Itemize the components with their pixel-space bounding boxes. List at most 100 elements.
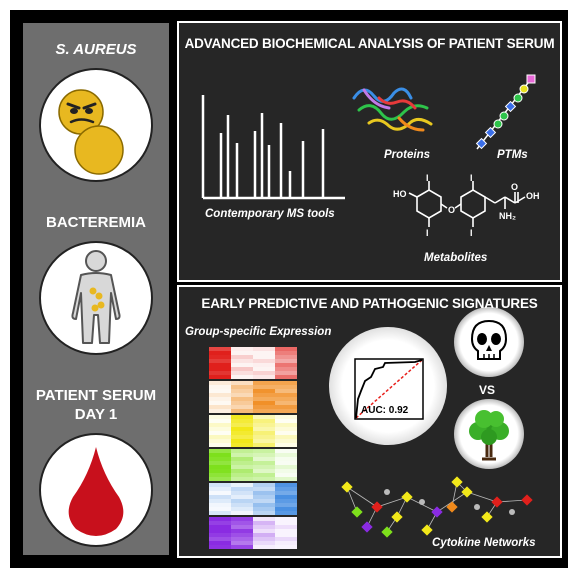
- heatmap-cell: [253, 495, 275, 499]
- heatmap-cell: [231, 371, 253, 375]
- bacteria-circle: [39, 68, 153, 182]
- heatmap-cell: [253, 375, 275, 379]
- heatmap-cell: [231, 389, 253, 393]
- heatmap-cell: [275, 533, 297, 537]
- heatmap-cell: [253, 465, 275, 469]
- heatmap-cell: [253, 533, 275, 537]
- heatmap-cell: [275, 453, 297, 457]
- ptm-glycan-chain-icon: [475, 74, 536, 150]
- heatmap-cell: [231, 525, 253, 529]
- heatmap-cell: [275, 401, 297, 405]
- heatmap-cell: [209, 487, 231, 491]
- heatmap-cell: [253, 423, 275, 427]
- heatmap-cell: [275, 483, 297, 487]
- heatmap-cell: [231, 507, 253, 511]
- heatmap-cell: [275, 419, 297, 423]
- heatmap-cell: [275, 397, 297, 401]
- serum-circle: [39, 433, 153, 547]
- heatmap-cell: [231, 483, 253, 487]
- heatmap-cell: [253, 461, 275, 465]
- heatmap-cell: [231, 461, 253, 465]
- heatmap-cell: [231, 367, 253, 371]
- heatmap-cell: [231, 435, 253, 439]
- heatmap-cell: [253, 415, 275, 419]
- heatmap-cell: [253, 499, 275, 503]
- heatmap-cell: [231, 363, 253, 367]
- heatmap-cell: [275, 385, 297, 389]
- heatmap-cell: [253, 393, 275, 397]
- heatmap-cell: [253, 529, 275, 533]
- blood-drop-icon: [68, 447, 124, 536]
- heatmap-cell: [209, 439, 231, 443]
- heatmap-cell: [231, 503, 253, 507]
- heatmap-cell: [275, 537, 297, 541]
- heatmap-cell: [253, 541, 275, 545]
- heatmap-cell: [209, 503, 231, 507]
- heatmap-cell: [209, 457, 231, 461]
- heatmap-cell: [253, 427, 275, 431]
- heatmap-cell: [231, 511, 253, 515]
- heatmap-cell: [275, 477, 297, 481]
- chem-iodine-label: I: [426, 173, 429, 183]
- heatmap-cell: [275, 375, 297, 379]
- heatmap-cell: [231, 465, 253, 469]
- heatmap-cell: [253, 351, 275, 355]
- heatmap-cell: [253, 525, 275, 529]
- heatmap-cell: [231, 521, 253, 525]
- heatmap-cell: [253, 381, 275, 385]
- heatmap-cell: [231, 473, 253, 477]
- heatmap-cell: [209, 537, 231, 541]
- metabolites-label: Metabolites: [424, 252, 488, 264]
- heatmap-cell: [209, 521, 231, 525]
- roc-curve-icon: [354, 358, 424, 420]
- heatmap-cell: [275, 351, 297, 355]
- heatmap-cell: [209, 359, 231, 363]
- heatmap-cell: [275, 449, 297, 453]
- heatmap-cell: [209, 435, 231, 439]
- heatmap-cell: [275, 469, 297, 473]
- chem-iodine-label: I: [470, 173, 473, 183]
- heatmap-cell: [275, 511, 297, 515]
- heatmap-cell: [275, 409, 297, 413]
- heatmap-cell: [209, 419, 231, 423]
- heatmap-cell: [209, 427, 231, 431]
- heatmap-cell: [231, 533, 253, 537]
- heatmap-cell: [231, 469, 253, 473]
- heatmap-cell: [253, 507, 275, 511]
- heatmap-cell: [209, 465, 231, 469]
- heatmap-cell: [275, 521, 297, 525]
- heatmap-cell: [275, 367, 297, 371]
- heatmap-cell: [209, 401, 231, 405]
- heatmap-cell: [275, 541, 297, 545]
- chem-ether-oxygen-label: O: [448, 205, 455, 215]
- chem-iodine-label: I: [426, 228, 429, 238]
- section-title-day-1: DAY 1: [74, 406, 118, 423]
- heatmap-cell: [209, 415, 231, 419]
- heatmap-cell: [231, 381, 253, 385]
- heatmap-cell: [275, 443, 297, 447]
- heatmap-cell: [209, 449, 231, 453]
- heatmap-cell: [253, 389, 275, 393]
- heatmap-cell: [253, 483, 275, 487]
- heatmap-cell: [253, 385, 275, 389]
- heatmap-cell: [209, 385, 231, 389]
- heatmap-cell: [231, 409, 253, 413]
- vs-label: VS: [479, 383, 496, 397]
- heatmap-cell: [231, 415, 253, 419]
- heatmap-cell: [253, 537, 275, 541]
- heatmap-cell: [275, 363, 297, 367]
- heatmap-cell: [253, 363, 275, 367]
- mortality-circle: [454, 307, 524, 377]
- heatmap-cell: [231, 449, 253, 453]
- heatmap-cell: [253, 517, 275, 521]
- heatmap-cell: [253, 477, 275, 481]
- heatmap-cell: [231, 517, 253, 521]
- heatmap-cell: [209, 443, 231, 447]
- heatmap-cell: [275, 431, 297, 435]
- heatmap-cell: [231, 541, 253, 545]
- staphylococcus-icon: [58, 89, 124, 175]
- heatmap-cell: [275, 457, 297, 461]
- heatmap-cell: [231, 545, 253, 549]
- chem-nh2-label: NH₂: [499, 211, 516, 221]
- mass-spectrum-icon: [201, 95, 345, 200]
